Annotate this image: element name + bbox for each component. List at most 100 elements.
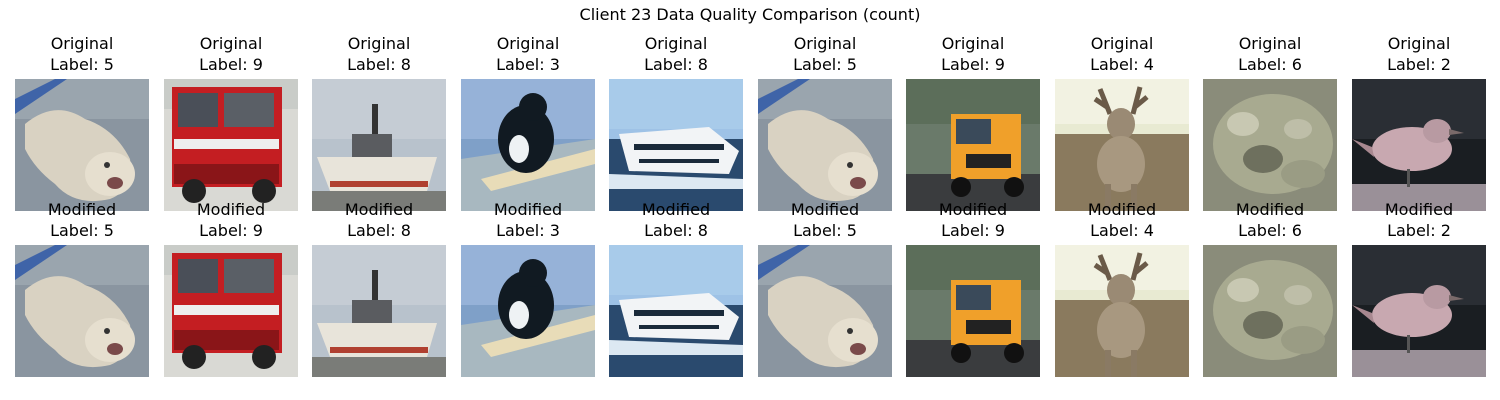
caption-label: Label: 4 [1090,221,1154,240]
caption-label: Label: 8 [644,221,708,240]
caption-label: Label: 5 [793,55,857,74]
cat-thumbnail [461,79,595,211]
caption-label: Label: 9 [941,221,1005,240]
caption-label: Label: 8 [347,55,411,74]
bird-image [1352,245,1486,377]
caption-label: Label: 2 [1387,221,1451,240]
frog-image [1203,79,1337,211]
dog-image [15,245,149,377]
caption-kind: Modified [1384,200,1454,219]
caption-kind: Original [1387,34,1451,53]
fire-truck-thumbnail [164,79,298,211]
caption-label: Label: 5 [793,221,857,240]
deer-thumbnail [1055,79,1189,211]
caption-label: Label: 8 [347,221,411,240]
fire-truck-thumbnail [164,245,298,377]
cat-image [461,79,595,211]
caption-label: Label: 5 [50,221,114,240]
caption-kind: Modified [790,200,860,219]
caption-kind: Original [941,34,1005,53]
dog-image [758,245,892,377]
ship-image [312,79,446,211]
truck-thumbnail [906,245,1040,377]
caption-label: Label: 9 [199,55,263,74]
fire-truck-image [164,245,298,377]
caption-label: Label: 6 [1238,55,1302,74]
ship-thumbnail [312,245,446,377]
caption-kind: Modified [1235,200,1305,219]
truck-thumbnail [906,79,1040,211]
caption-kind: Modified [47,200,117,219]
fire-truck-image [164,79,298,211]
caption-label: Label: 5 [50,55,114,74]
frog-thumbnail [1203,79,1337,211]
caption-kind: Original [496,34,560,53]
dog-thumbnail [15,245,149,377]
caption-label: Label: 4 [1090,55,1154,74]
dog-image [758,79,892,211]
caption-kind: Modified [196,200,266,219]
speedboat-thumbnail [609,79,743,211]
frog-image [1203,245,1337,377]
deer-thumbnail [1055,245,1189,377]
caption-label: Label: 6 [1238,221,1302,240]
deer-image [1055,79,1189,211]
caption-kind: Original [1090,34,1154,53]
frog-thumbnail [1203,245,1337,377]
caption-label: Label: 8 [644,55,708,74]
speedboat-image [609,79,743,211]
speedboat-image [609,245,743,377]
dog-image [15,79,149,211]
caption-kind: Original [347,34,411,53]
caption-kind: Modified [493,200,563,219]
caption-kind: Original [1238,34,1302,53]
dog-thumbnail [758,245,892,377]
caption-kind: Original [199,34,263,53]
caption-kind: Original [793,34,857,53]
bird-thumbnail [1352,79,1486,211]
caption-kind: Modified [344,200,414,219]
bird-thumbnail [1352,245,1486,377]
caption-kind: Original [50,34,114,53]
speedboat-thumbnail [609,245,743,377]
ship-thumbnail [312,79,446,211]
truck-image [906,79,1040,211]
caption-label: Label: 3 [496,221,560,240]
caption-label: Label: 9 [941,55,1005,74]
cat-thumbnail [461,245,595,377]
deer-image [1055,245,1189,377]
ship-image [312,245,446,377]
caption-kind: Modified [641,200,711,219]
figure-title: Client 23 Data Quality Comparison (count… [579,5,921,24]
caption-kind: Modified [1087,200,1157,219]
cat-image [461,245,595,377]
caption-label: Label: 2 [1387,55,1451,74]
caption-label: Label: 3 [496,55,560,74]
dog-thumbnail [15,79,149,211]
caption-kind: Original [644,34,708,53]
caption-kind: Modified [938,200,1008,219]
truck-image [906,245,1040,377]
dog-thumbnail [758,79,892,211]
